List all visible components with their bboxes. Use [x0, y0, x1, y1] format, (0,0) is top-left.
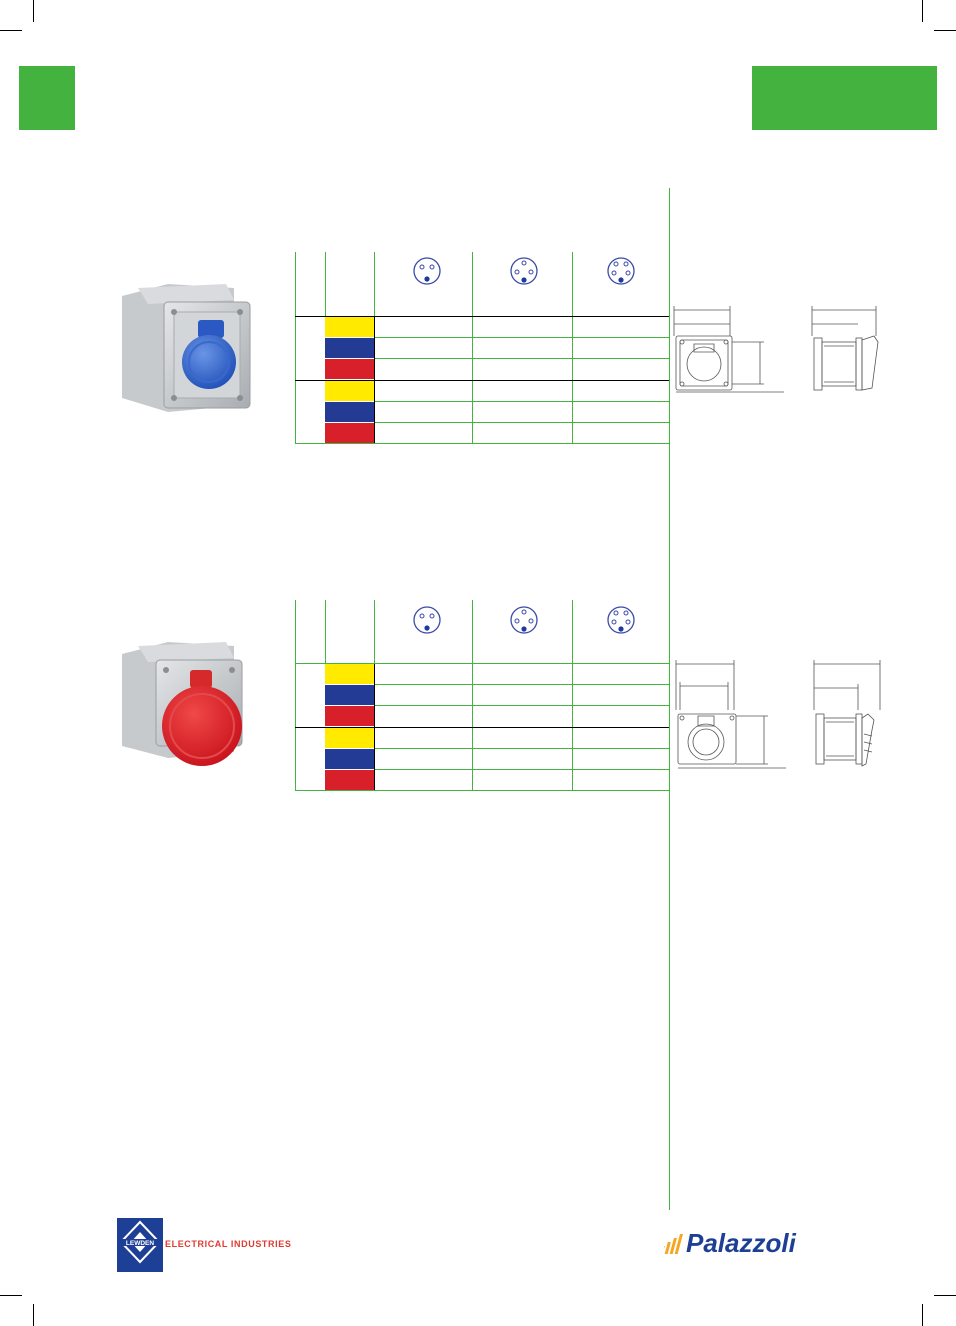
table-line	[374, 252, 375, 316]
voltage-swatch-red	[325, 423, 374, 443]
header-tab-left	[19, 66, 75, 130]
3-pin-socket-icon	[413, 257, 441, 285]
red-socket-photo	[122, 642, 243, 766]
lewden-logo: LEWDEN	[117, 1218, 163, 1272]
voltage-swatch-red	[325, 706, 374, 726]
5-pin-socket-icon	[607, 606, 635, 634]
voltage-swatch-yellow	[325, 728, 374, 748]
crop-mark	[934, 30, 956, 31]
table-line	[375, 422, 669, 423]
side-view-drawing	[811, 306, 879, 391]
crop-mark	[0, 1295, 22, 1296]
palazzoli-bars-icon	[664, 1234, 683, 1254]
table-line	[295, 727, 669, 728]
table-line	[374, 600, 375, 663]
table-line	[375, 684, 669, 685]
table-line	[325, 252, 326, 316]
voltage-swatch-red	[325, 770, 374, 790]
crop-mark	[33, 0, 34, 22]
crop-mark	[922, 0, 923, 22]
table-line	[295, 380, 669, 381]
table-line	[295, 252, 296, 444]
table-line	[295, 316, 669, 317]
palazzoli-logo: Palazzoli	[686, 1228, 796, 1258]
table-line	[375, 748, 669, 749]
voltage-swatch-blue	[325, 749, 374, 769]
table-line	[375, 705, 669, 706]
front-view-drawing	[673, 306, 784, 393]
table-line	[375, 769, 669, 770]
table-line	[325, 600, 326, 663]
crop-mark	[33, 1304, 34, 1326]
table-line	[375, 401, 669, 402]
voltage-swatch-red	[325, 359, 374, 379]
4-pin-socket-icon	[510, 257, 538, 285]
table-line	[295, 790, 669, 791]
table-line	[295, 663, 669, 664]
table-line	[295, 443, 669, 444]
table-line	[375, 358, 669, 359]
voltage-swatch-yellow	[325, 664, 374, 684]
crop-mark	[922, 1304, 923, 1326]
crop-mark	[0, 30, 22, 31]
voltage-swatch-blue	[325, 685, 374, 705]
5-pin-socket-icon	[607, 257, 635, 285]
lewden-logo-text: LEWDEN	[126, 1240, 154, 1247]
side-view-drawing	[813, 660, 881, 767]
column-divider	[669, 188, 670, 1210]
blue-socket-photo	[122, 284, 251, 412]
table-line	[375, 337, 669, 338]
lewden-tagline: ELECTRICAL INDUSTRIES	[165, 1239, 292, 1249]
header-tab-right	[752, 66, 937, 130]
table-line	[472, 252, 473, 444]
front-view-drawing	[675, 660, 786, 769]
3-pin-socket-icon	[413, 606, 441, 634]
table-line	[295, 600, 296, 791]
voltage-swatch-yellow	[325, 317, 374, 337]
voltage-swatch-blue	[325, 402, 374, 422]
table-line	[572, 600, 573, 791]
crop-mark	[934, 1295, 956, 1296]
4-pin-socket-icon	[510, 606, 538, 634]
table-line	[472, 600, 473, 791]
voltage-swatch-blue	[325, 338, 374, 358]
table-line	[572, 252, 573, 444]
voltage-swatch-yellow	[325, 381, 374, 401]
